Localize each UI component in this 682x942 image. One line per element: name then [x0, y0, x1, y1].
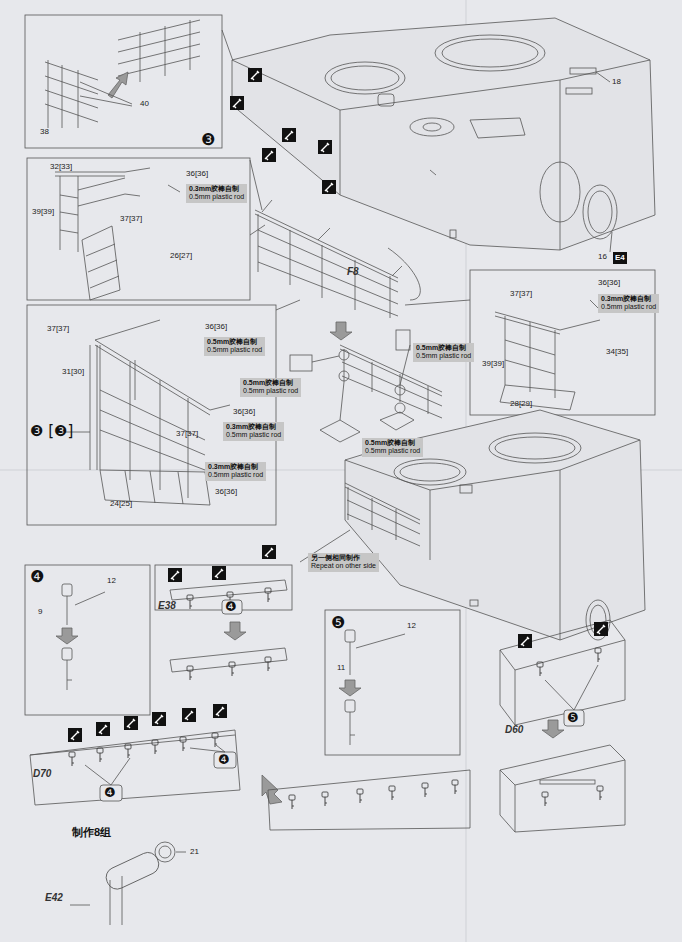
- note-text: 0.5mm plastic rod: [207, 346, 262, 354]
- callout-number: 12: [107, 577, 116, 586]
- callout-number: 9: [38, 608, 42, 617]
- note-text: 0.3mm胶棒自制: [601, 295, 656, 303]
- note-box: 0.5mm胶棒自制0.5mm plastic rod: [204, 337, 265, 356]
- sprue-code: D60: [505, 724, 523, 735]
- note-box: 0.3mm胶棒自制0.5mm plastic rod: [223, 422, 284, 441]
- note-text: 0.5mm胶棒自制: [243, 379, 298, 387]
- note-box: 0.3mm胶棒自制0.5mm plastic rod: [598, 294, 659, 313]
- callout-number: 24[25]: [110, 500, 132, 509]
- callout-number: 37[37]: [47, 325, 69, 334]
- callout-number: 21: [190, 848, 199, 857]
- callout-number: 28[29]: [510, 400, 532, 409]
- callout-number: 39[39]: [482, 360, 504, 369]
- callout-number: 37[37]: [510, 290, 532, 299]
- note-text: 0.5mm胶棒自制: [207, 338, 262, 346]
- note-text: 0.5mm plastic rod: [601, 303, 656, 311]
- note-box: 0.3mm胶棒自制0.5mm plastic rod: [205, 462, 266, 481]
- callout-number: 37[37]: [176, 430, 198, 439]
- step-number: ❹: [225, 600, 237, 614]
- note-text: 0.3mm胶棒自制: [208, 463, 263, 471]
- callout-number: 39[39]: [32, 208, 54, 217]
- callout-number: 36[36]: [205, 323, 227, 332]
- sprue-code: D70: [33, 768, 51, 779]
- note-text: 0.5mm plastic rod: [208, 471, 263, 479]
- callout-number: 18: [612, 78, 621, 87]
- callout-number: 31[30]: [62, 368, 84, 377]
- note-text: Repeat on other side: [311, 562, 376, 570]
- callout-number: 40: [140, 100, 149, 109]
- callout-number: 36[36]: [215, 488, 237, 497]
- note-text: 0.5mm plastic rod: [243, 387, 298, 395]
- step-number: ❹: [30, 568, 44, 586]
- callout-number: 12: [407, 622, 416, 631]
- note-text: 0.5mm胶棒自制: [416, 344, 471, 352]
- callout-number: 制作8组: [72, 826, 111, 838]
- note-text: 0.3mm胶棒自制: [226, 423, 281, 431]
- note-box: 0.5mm胶棒自制0.5mm plastic rod: [362, 438, 423, 457]
- note-text: 0.3mm胶棒自制: [189, 185, 244, 193]
- sprue-code: F8: [347, 266, 359, 277]
- note-text: 0.5mm plastic rod: [189, 193, 244, 201]
- step-number: ❺: [331, 614, 345, 632]
- sprue-code: E38: [158, 600, 176, 611]
- note-text: 0.5mm plastic rod: [365, 447, 420, 455]
- note-box: 0.5mm胶棒自制0.5mm plastic rod: [413, 343, 474, 362]
- note-text: 0.5mm胶棒自制: [365, 439, 420, 447]
- callout-number: 36[36]: [186, 170, 208, 179]
- callout-number: 26[27]: [170, 252, 192, 261]
- part-tag: E4: [613, 252, 627, 264]
- callout-number: 32[33]: [50, 163, 72, 172]
- note-box: 0.5mm胶棒自制0.5mm plastic rod: [240, 378, 301, 397]
- step-number: ❺: [567, 711, 579, 725]
- note-text: 0.5mm plastic rod: [416, 352, 471, 360]
- sprue-code: E42: [45, 892, 63, 903]
- note-text: 0.5mm plastic rod: [226, 431, 281, 439]
- callout-number: 36[36]: [233, 408, 255, 417]
- step-number: ❸: [201, 131, 215, 149]
- callout-number: 34[35]: [606, 348, 628, 357]
- note-text: E4: [615, 253, 625, 263]
- step-number: ❸ [❸]: [30, 423, 73, 440]
- callout-number: 36[36]: [598, 279, 620, 288]
- note-box: 另一侧相同制作Repeat on other side: [308, 553, 379, 572]
- note-box: 0.3mm胶棒自制0.5mm plastic rod: [186, 184, 247, 203]
- callout-number: 16: [598, 253, 607, 262]
- callout-number: 11: [337, 664, 345, 673]
- step-number: ❹: [218, 753, 230, 767]
- callout-number: 37[37]: [120, 215, 142, 224]
- step-number: ❹: [104, 786, 116, 800]
- callout-number: 38: [40, 128, 49, 137]
- note-text: 另一侧相同制作: [311, 554, 376, 562]
